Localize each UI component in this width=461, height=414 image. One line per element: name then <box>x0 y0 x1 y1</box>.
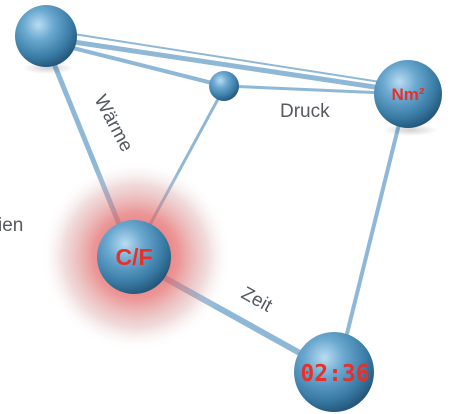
edge-torque-clock <box>336 94 408 372</box>
edge-label-pressure: Druck <box>280 101 330 122</box>
torque-label: Nm² <box>391 85 424 104</box>
edge-label-warmth: Wärme <box>90 91 137 155</box>
node-topleft <box>15 5 77 74</box>
sphere-temperature <box>97 220 171 294</box>
edge-label-time: Zeit <box>238 283 277 317</box>
sphere-pressure <box>209 71 239 101</box>
temperature-label: C/F <box>115 244 152 270</box>
node-clock: 02:36 <box>294 332 374 412</box>
node-torque: Nm² <box>374 60 442 136</box>
edge-topleft-torque-upper <box>47 29 407 87</box>
sphere-clock <box>294 332 374 412</box>
node-pressure <box>209 71 239 101</box>
node-temperature: C/F <box>97 220 171 294</box>
edge-topleft-torque <box>44 35 411 95</box>
sphere-topleft <box>15 5 77 67</box>
sphere-torque <box>374 60 442 128</box>
clock-label: 02:36 <box>300 361 369 387</box>
edge-topleft-pressure <box>47 40 226 88</box>
cut-off-label: ien <box>0 215 23 236</box>
